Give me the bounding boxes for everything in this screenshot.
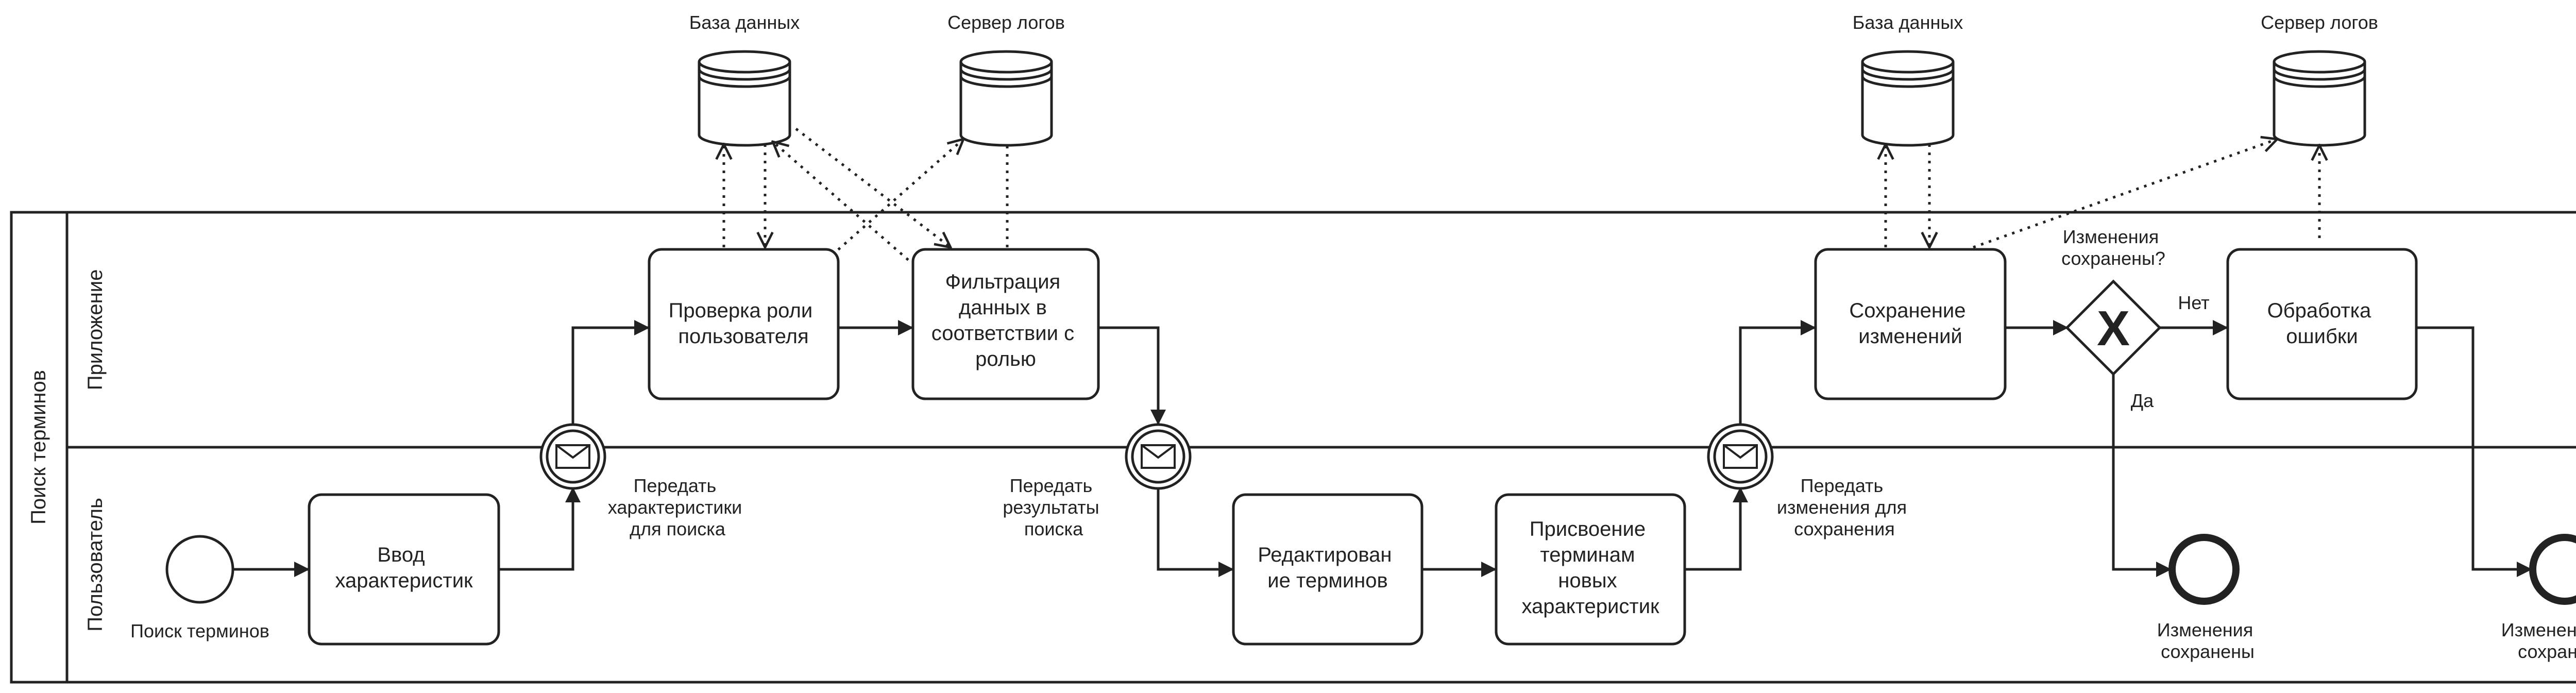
sequence-flow	[1157, 488, 1234, 577]
envelope-icon	[1723, 444, 1758, 469]
data-store-log2-label: Сервер логов	[2261, 12, 2378, 33]
data-store-log2	[2273, 50, 2366, 147]
end-event-circle	[2529, 534, 2576, 605]
message-event-3-label: Передать изменения для сохранения	[1777, 475, 1912, 539]
task-label: Сохранение изменений	[1849, 299, 1971, 348]
task-label: Проверка роли пользователя	[669, 299, 819, 348]
envelope-icon	[1141, 444, 1176, 469]
sequence-flow	[2112, 374, 2172, 577]
task-box	[2226, 248, 2418, 400]
data-store-log1-label: Сервер логов	[947, 12, 1065, 33]
data-associations	[724, 128, 2319, 266]
database-icon	[1861, 50, 1955, 147]
message-event-2[interactable]: Передать результаты поиска	[1003, 423, 1192, 539]
start-event-circle	[165, 535, 234, 604]
message-event-1-label: Передать характеристики для поиска	[608, 475, 748, 539]
exclusive-gateway[interactable]: X Изменения сохранены? Нет Да	[2061, 226, 2210, 411]
task-box	[1814, 248, 2007, 400]
end-event-not-saved-label: Изменения не сохранены	[2501, 619, 2576, 662]
task-label: Ввод характеристик	[335, 544, 473, 592]
data-association	[773, 142, 916, 266]
sequence-flow	[1685, 487, 1748, 571]
task-box	[1232, 493, 1423, 646]
pool-label: Поиск терминов	[27, 370, 50, 525]
message-event-2-label: Передать результаты поиска	[1003, 475, 1104, 539]
database-icon	[698, 50, 791, 147]
sequence-flow	[1098, 326, 1166, 425]
gateway-yes-label: Да	[2131, 390, 2154, 411]
database-icon	[2273, 50, 2366, 147]
sequence-flow	[571, 320, 650, 425]
start-event[interactable]: Поиск терминов	[130, 535, 269, 641]
message-event-1[interactable]: Передать характеристики для поиска	[539, 423, 748, 539]
data-store-log1	[959, 50, 1053, 147]
task-assign-characteristics[interactable]: Присвоение терминам новых характеристик	[1495, 493, 1686, 646]
data-store-db1-label: База данных	[689, 12, 800, 33]
gateway-question: Изменения сохранены?	[2061, 226, 2165, 269]
task-label: Фильтрация данных в соответствии с ролью	[931, 271, 1080, 370]
data-store-db2-label: База данных	[1853, 12, 1963, 33]
task-filter-data[interactable]: Фильтрация данных в соответствии с ролью	[911, 248, 1100, 400]
task-box	[648, 248, 840, 400]
envelope-icon	[555, 444, 590, 469]
task-handle-error[interactable]: Обработка ошибки	[2226, 248, 2418, 400]
sequence-flows	[233, 320, 2532, 577]
start-event-label: Поиск терминов	[130, 620, 269, 641]
end-event-circle	[2168, 534, 2240, 605]
message-event-3[interactable]: Передать изменения для сохранения	[1707, 423, 1912, 539]
gateway-no-label: Нет	[2178, 292, 2209, 313]
task-label: Обработка ошибки	[2267, 299, 2377, 348]
task-enter-characteristics[interactable]: Ввод характеристик	[308, 493, 500, 646]
task-box	[911, 248, 1100, 400]
end-event-not-saved[interactable]: Изменения не сохранены	[2501, 534, 2576, 662]
lane-label-app: Приложение	[84, 269, 107, 391]
data-store-db1	[698, 50, 791, 147]
task-box	[308, 493, 500, 646]
gateway-x-icon: X	[2097, 301, 2130, 356]
task-save-changes[interactable]: Сохранение изменений	[1814, 248, 2007, 400]
end-event-saved[interactable]: Изменения сохранены	[2157, 534, 2259, 662]
sequence-flow	[499, 487, 581, 571]
task-edit-terms[interactable]: Редактирован ие терминов	[1232, 493, 1423, 646]
sequence-flow	[1739, 320, 1816, 425]
task-label: Редактирован ие терминов	[1258, 544, 1397, 592]
lane-label-user: Пользователь	[84, 498, 107, 632]
task-box	[1495, 493, 1686, 646]
task-check-role[interactable]: Проверка роли пользователя	[648, 248, 840, 400]
data-store-db2	[1861, 50, 1955, 147]
sequence-flow	[2416, 326, 2532, 577]
task-label: Присвоение терминам новых характеристик	[1521, 518, 1659, 618]
gateway-diamond	[2065, 279, 2162, 376]
database-icon	[959, 50, 1053, 147]
end-event-saved-label: Изменения сохранены	[2157, 619, 2259, 662]
